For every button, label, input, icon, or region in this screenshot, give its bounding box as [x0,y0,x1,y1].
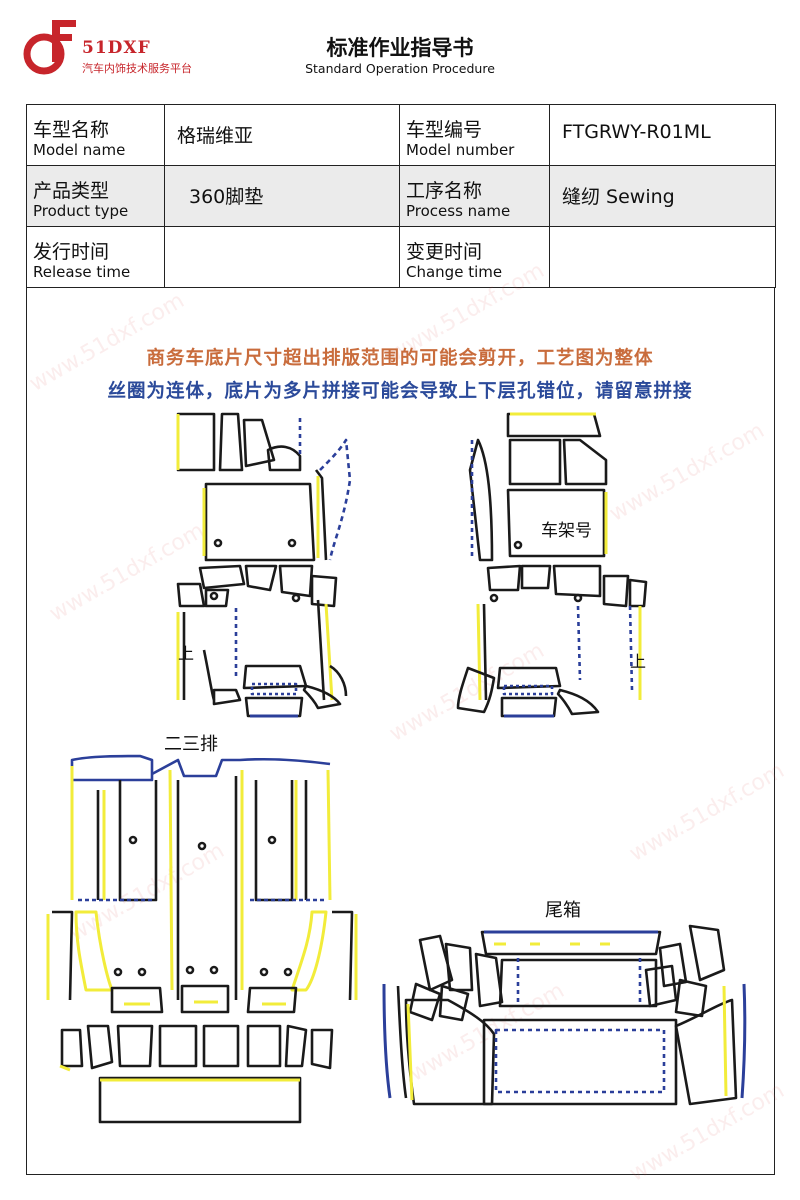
trunk-label: 尾箱 [545,900,581,921]
model-name-value-cell: 格瑞维亚 [164,104,400,166]
table-row: 产品类型 Product type 360脚垫 工序名称 Process nam… [26,165,776,227]
change-time-label: 变更时间 Change time [399,226,550,288]
process-name-label-en: Process name [406,202,511,220]
change-time-label-zh: 变更时间 [406,241,483,263]
note-line-2: 丝圈为连体，底片为多片拼接可能会导致上下层孔错位，请留意拼接 [107,381,693,402]
release-time-label-en: Release time [33,263,131,281]
process-name-label-zh: 工序名称 [406,180,483,202]
product-type-value-cell: 360脚垫 [164,165,400,227]
document-title: 标准作业指导书 [326,36,474,60]
release-time-label-zh: 发行时间 [33,241,110,263]
model-number-value-cell: FTGRWY-R01ML [549,104,776,166]
brand-logo-icon [23,20,76,75]
front-mat-left-group [176,412,352,718]
model-name-label-zh: 车型名称 [33,119,110,141]
product-type-value: 360脚垫 [189,186,264,208]
top-direction-label-right: 上 [630,652,647,671]
product-type-label: 产品类型 Product type [26,165,165,227]
model-number-label: 车型编号 Model number [399,104,550,166]
second-third-row-mat-group [46,754,358,1124]
product-type-label-en: Product type [33,202,129,220]
product-type-label-zh: 产品类型 [33,180,110,202]
info-table: 车型名称 Model name 格瑞维亚 车型编号 Model number F… [26,104,776,288]
process-name-label: 工序名称 Process name [399,165,550,227]
top-direction-label-left: 上 [178,644,195,663]
document-header: 51DXF 汽车内饰技术服务平台 标准作业指导书 Standard Operat… [0,0,800,100]
front-mat-right-group [456,412,648,718]
model-number-value: FTGRWY-R01ML [562,121,711,143]
change-time-value-cell [549,226,776,288]
change-time-label-en: Change time [406,263,503,281]
diagram-area [26,288,775,1175]
table-row: 车型名称 Model name 格瑞维亚 车型编号 Model number F… [26,104,776,166]
model-number-label-zh: 车型编号 [406,119,483,141]
note-line-1: 商务车底片尺寸超出排版范围的可能会剪开，工艺图为整体 [146,348,654,369]
second-third-row-label: 二三排 [164,734,218,755]
table-row: 发行时间 Release time 变更时间 Change time [26,226,776,288]
model-name-label-en: Model name [33,141,126,159]
frame-number-label: 车架号 [541,521,592,541]
model-name-value: 格瑞维亚 [177,125,254,147]
model-number-label-en: Model number [406,141,515,159]
document-subtitle: Standard Operation Procedure [305,61,495,76]
brand-name: 51DXF [82,38,151,58]
trunk-mat-group [382,924,747,1106]
release-time-value-cell [164,226,400,288]
process-name-value: 缝纫 Sewing [562,186,675,208]
process-name-value-cell: 缝纫 Sewing [549,165,776,227]
release-time-label: 发行时间 Release time [26,226,165,288]
brand-subtitle: 汽车内饰技术服务平台 [82,62,192,75]
